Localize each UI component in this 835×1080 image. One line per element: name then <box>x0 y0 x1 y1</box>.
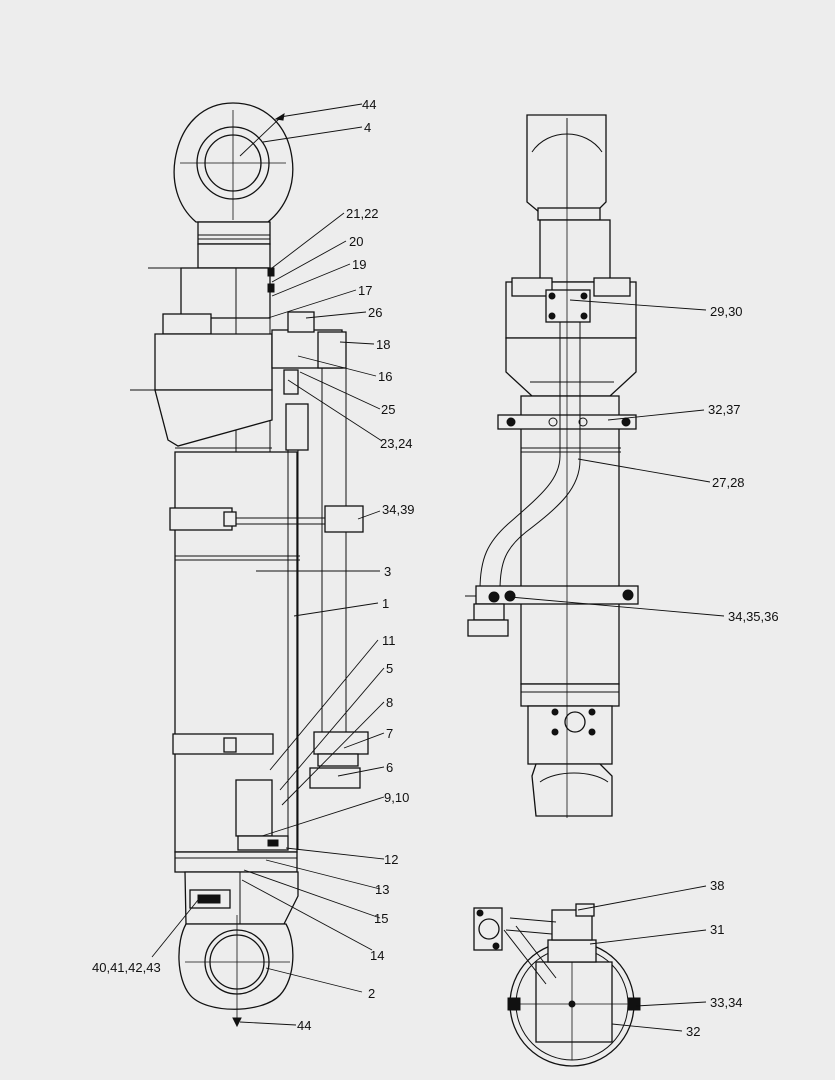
callout-40-41-42-43: 40,41,42,43 <box>92 960 161 975</box>
callout-14: 14 <box>370 948 384 963</box>
callout-32-end: 32 <box>686 1024 700 1039</box>
rod-end-eye <box>173 102 294 245</box>
callout-13: 13 <box>375 882 389 897</box>
callout-7: 7 <box>386 726 393 741</box>
callout-9-10: 9,10 <box>384 790 409 805</box>
callout-2: 2 <box>368 986 375 1001</box>
callout-21-22: 21,22 <box>346 206 379 221</box>
callout-17: 17 <box>358 283 372 298</box>
callout-26: 26 <box>368 305 382 320</box>
callout-5: 5 <box>386 661 393 676</box>
callout-6: 6 <box>386 760 393 775</box>
callout-23-24: 23,24 <box>380 436 413 451</box>
callout-20: 20 <box>349 234 363 249</box>
callout-33-34: 33,34 <box>710 995 743 1010</box>
callout-34-39: 34,39 <box>382 502 415 517</box>
callout-4: 4 <box>364 120 371 135</box>
callout-18: 18 <box>376 337 390 352</box>
end-view <box>473 903 641 1067</box>
cylinder-head <box>130 313 273 453</box>
cylinder-bottom <box>174 779 299 925</box>
callout-8: 8 <box>386 695 393 710</box>
callout-32-37: 32,37 <box>708 402 741 417</box>
callout-27-28: 27,28 <box>712 475 745 490</box>
right-front-view <box>465 114 639 818</box>
callout-44-top: 44 <box>362 97 376 112</box>
callout-19: 19 <box>352 257 366 272</box>
pipe-side <box>267 267 369 850</box>
callout-29-30: 29,30 <box>710 304 743 319</box>
callout-38: 38 <box>710 878 724 893</box>
leader-lines <box>151 103 725 1032</box>
callout-labels: 44 4 21,22 20 19 17 26 18 16 25 23,24 34… <box>92 97 779 1039</box>
callout-11: 11 <box>382 633 396 648</box>
callout-16: 16 <box>378 369 392 384</box>
left-side-view <box>130 102 369 1028</box>
callout-1: 1 <box>382 596 389 611</box>
callout-25: 25 <box>381 402 395 417</box>
piston-rod <box>148 243 271 860</box>
callout-44-bottom: 44 <box>297 1018 311 1033</box>
callout-31: 31 <box>710 922 724 937</box>
callout-15: 15 <box>374 911 388 926</box>
callout-34-35-36: 34,35,36 <box>728 609 779 624</box>
cylinder-end-eye <box>178 915 294 1028</box>
callout-3: 3 <box>384 564 391 579</box>
callout-12: 12 <box>384 852 398 867</box>
